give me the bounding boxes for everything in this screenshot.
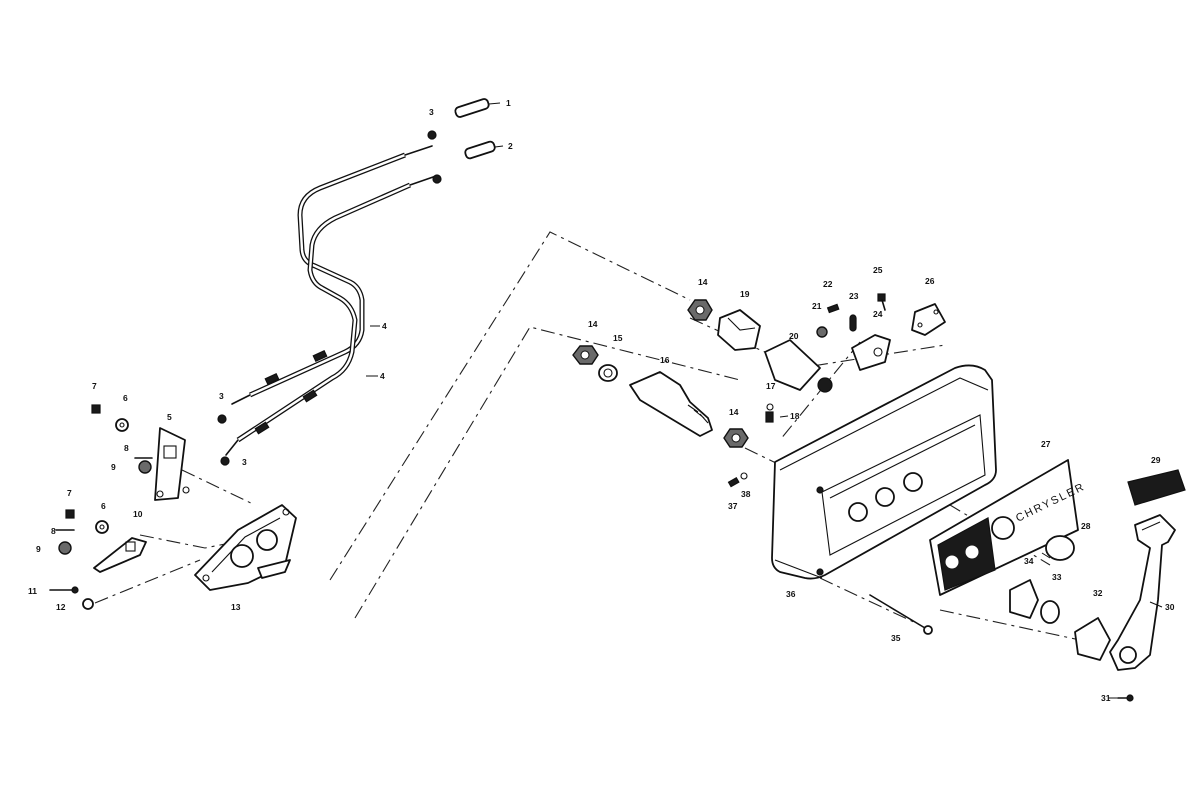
part-label: 26 — [925, 276, 935, 286]
part-labels: 1 2 3 3 3 4 4 5 6 6 7 7 8 8 9 9 10 11 12… — [28, 98, 1175, 703]
part-label: 9 — [36, 544, 41, 554]
control-box-36 — [771, 364, 997, 580]
bracket-5 — [91, 404, 190, 501]
part-label: 5 — [167, 412, 172, 422]
part-label: 7 — [92, 381, 97, 391]
part-label: 34 — [1024, 556, 1034, 566]
cable-end-fittings — [217, 98, 504, 466]
part-label: 24 — [873, 309, 883, 319]
part-label: 3 — [242, 457, 247, 467]
part-label: 17 — [766, 381, 776, 391]
control-cables — [225, 145, 437, 456]
part-label: 14 — [729, 407, 739, 417]
part-label: 3 — [429, 107, 434, 117]
part-label: 14 — [698, 277, 708, 287]
decal-plate-27: CHRYSLER — [929, 459, 1087, 596]
part-label: 14 — [588, 319, 598, 329]
part-label: 8 — [124, 443, 129, 453]
handle-hardware — [1009, 535, 1111, 661]
bolt-35 — [869, 594, 933, 635]
part-label: 29 — [1151, 455, 1161, 465]
leader-lines — [366, 325, 1163, 699]
part-label: 4 — [380, 371, 385, 381]
part-label: 38 — [741, 489, 751, 499]
part-label: 11 — [28, 586, 37, 596]
part-label: 36 — [786, 589, 796, 599]
cable-housing-13 — [194, 504, 297, 591]
part-label: 3 — [219, 391, 224, 401]
part-label: 1 — [506, 98, 511, 108]
part-label: 37 — [728, 501, 738, 511]
part-label: 15 — [613, 333, 623, 343]
part-label: 9 — [111, 462, 116, 472]
part-label: 6 — [101, 501, 106, 511]
part-label: 12 — [56, 602, 66, 612]
part-label: 33 — [1052, 572, 1062, 582]
part-label: 7 — [67, 488, 72, 498]
part-label: 4 — [382, 321, 387, 331]
part-label: 18 — [790, 411, 800, 421]
part-label: 20 — [789, 331, 799, 341]
part-label: 25 — [873, 265, 883, 275]
control-handle-30 — [1109, 469, 1186, 702]
part-label: 27 — [1041, 439, 1051, 449]
part-label: 6 — [123, 393, 128, 403]
lever-10 — [49, 509, 147, 610]
part-label: 35 — [891, 633, 901, 643]
part-label: 22 — [823, 279, 833, 289]
part-label: 23 — [849, 291, 859, 301]
part-label: 16 — [660, 355, 670, 365]
part-label: 28 — [1081, 521, 1091, 531]
part-label: 19 — [740, 289, 750, 299]
part-label: 10 — [133, 509, 143, 519]
part-label: 13 — [231, 602, 241, 612]
part-label: 31 — [1101, 693, 1111, 703]
shaft-assembly — [572, 293, 946, 488]
part-label: 32 — [1093, 588, 1103, 598]
part-label: 2 — [508, 141, 513, 151]
part-label: 30 — [1165, 602, 1175, 612]
part-label: 8 — [51, 526, 56, 536]
part-label: 21 — [812, 301, 822, 311]
